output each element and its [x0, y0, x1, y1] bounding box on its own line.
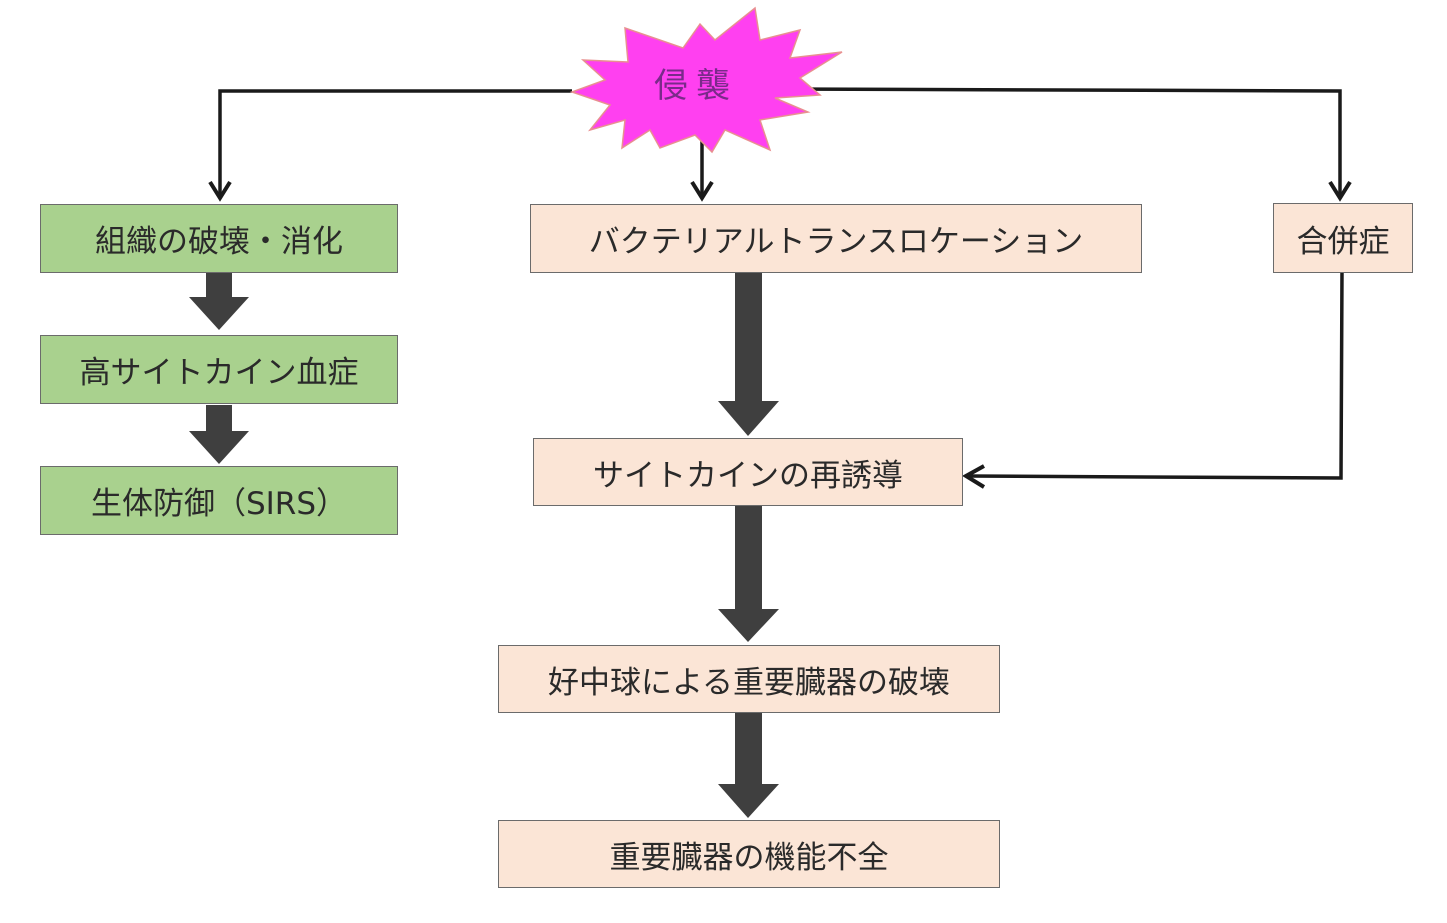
node-tissue-destruction: 組織の破壊・消化 [40, 204, 398, 273]
block-arrow-hypercytokinemia-to-defense [189, 405, 249, 464]
invasion-label: 侵襲 [654, 66, 738, 106]
node-organ-failure: 重要臓器の機能不全 [498, 820, 1000, 888]
arrowhead-translocation [690, 180, 714, 202]
node-complications: 合併症 [1273, 203, 1413, 273]
block-arrow-tissue-to-hypercytokinemia [189, 272, 249, 330]
node-bacterial-translocation: バクテリアルトランスロケーション [530, 204, 1142, 273]
block-arrow-reinduction-to-neutrophil [718, 505, 779, 642]
invasion-burst-shape [569, 6, 843, 154]
arrowhead-tissue [208, 180, 232, 202]
arrowhead-complications [1328, 180, 1352, 202]
node-hypercytokinemia: 高サイトカイン血症 [40, 335, 398, 404]
node-host-defense: 生体防御（SIRS） [40, 466, 398, 535]
connector-invasion-to-complications [774, 87, 1342, 198]
block-arrow-translocation-to-reinduction [718, 272, 779, 436]
connector-invasion-to-tissue [218, 89, 572, 198]
connector-complications-to-reinduction [967, 271, 1344, 480]
block-arrow-neutrophil-to-failure [718, 712, 779, 818]
node-neutrophil-organ-damage: 好中球による重要臓器の破壊 [498, 645, 1000, 713]
arrowhead-reinduction [962, 464, 986, 489]
node-cytokine-reinduction: サイトカインの再誘導 [533, 438, 963, 506]
